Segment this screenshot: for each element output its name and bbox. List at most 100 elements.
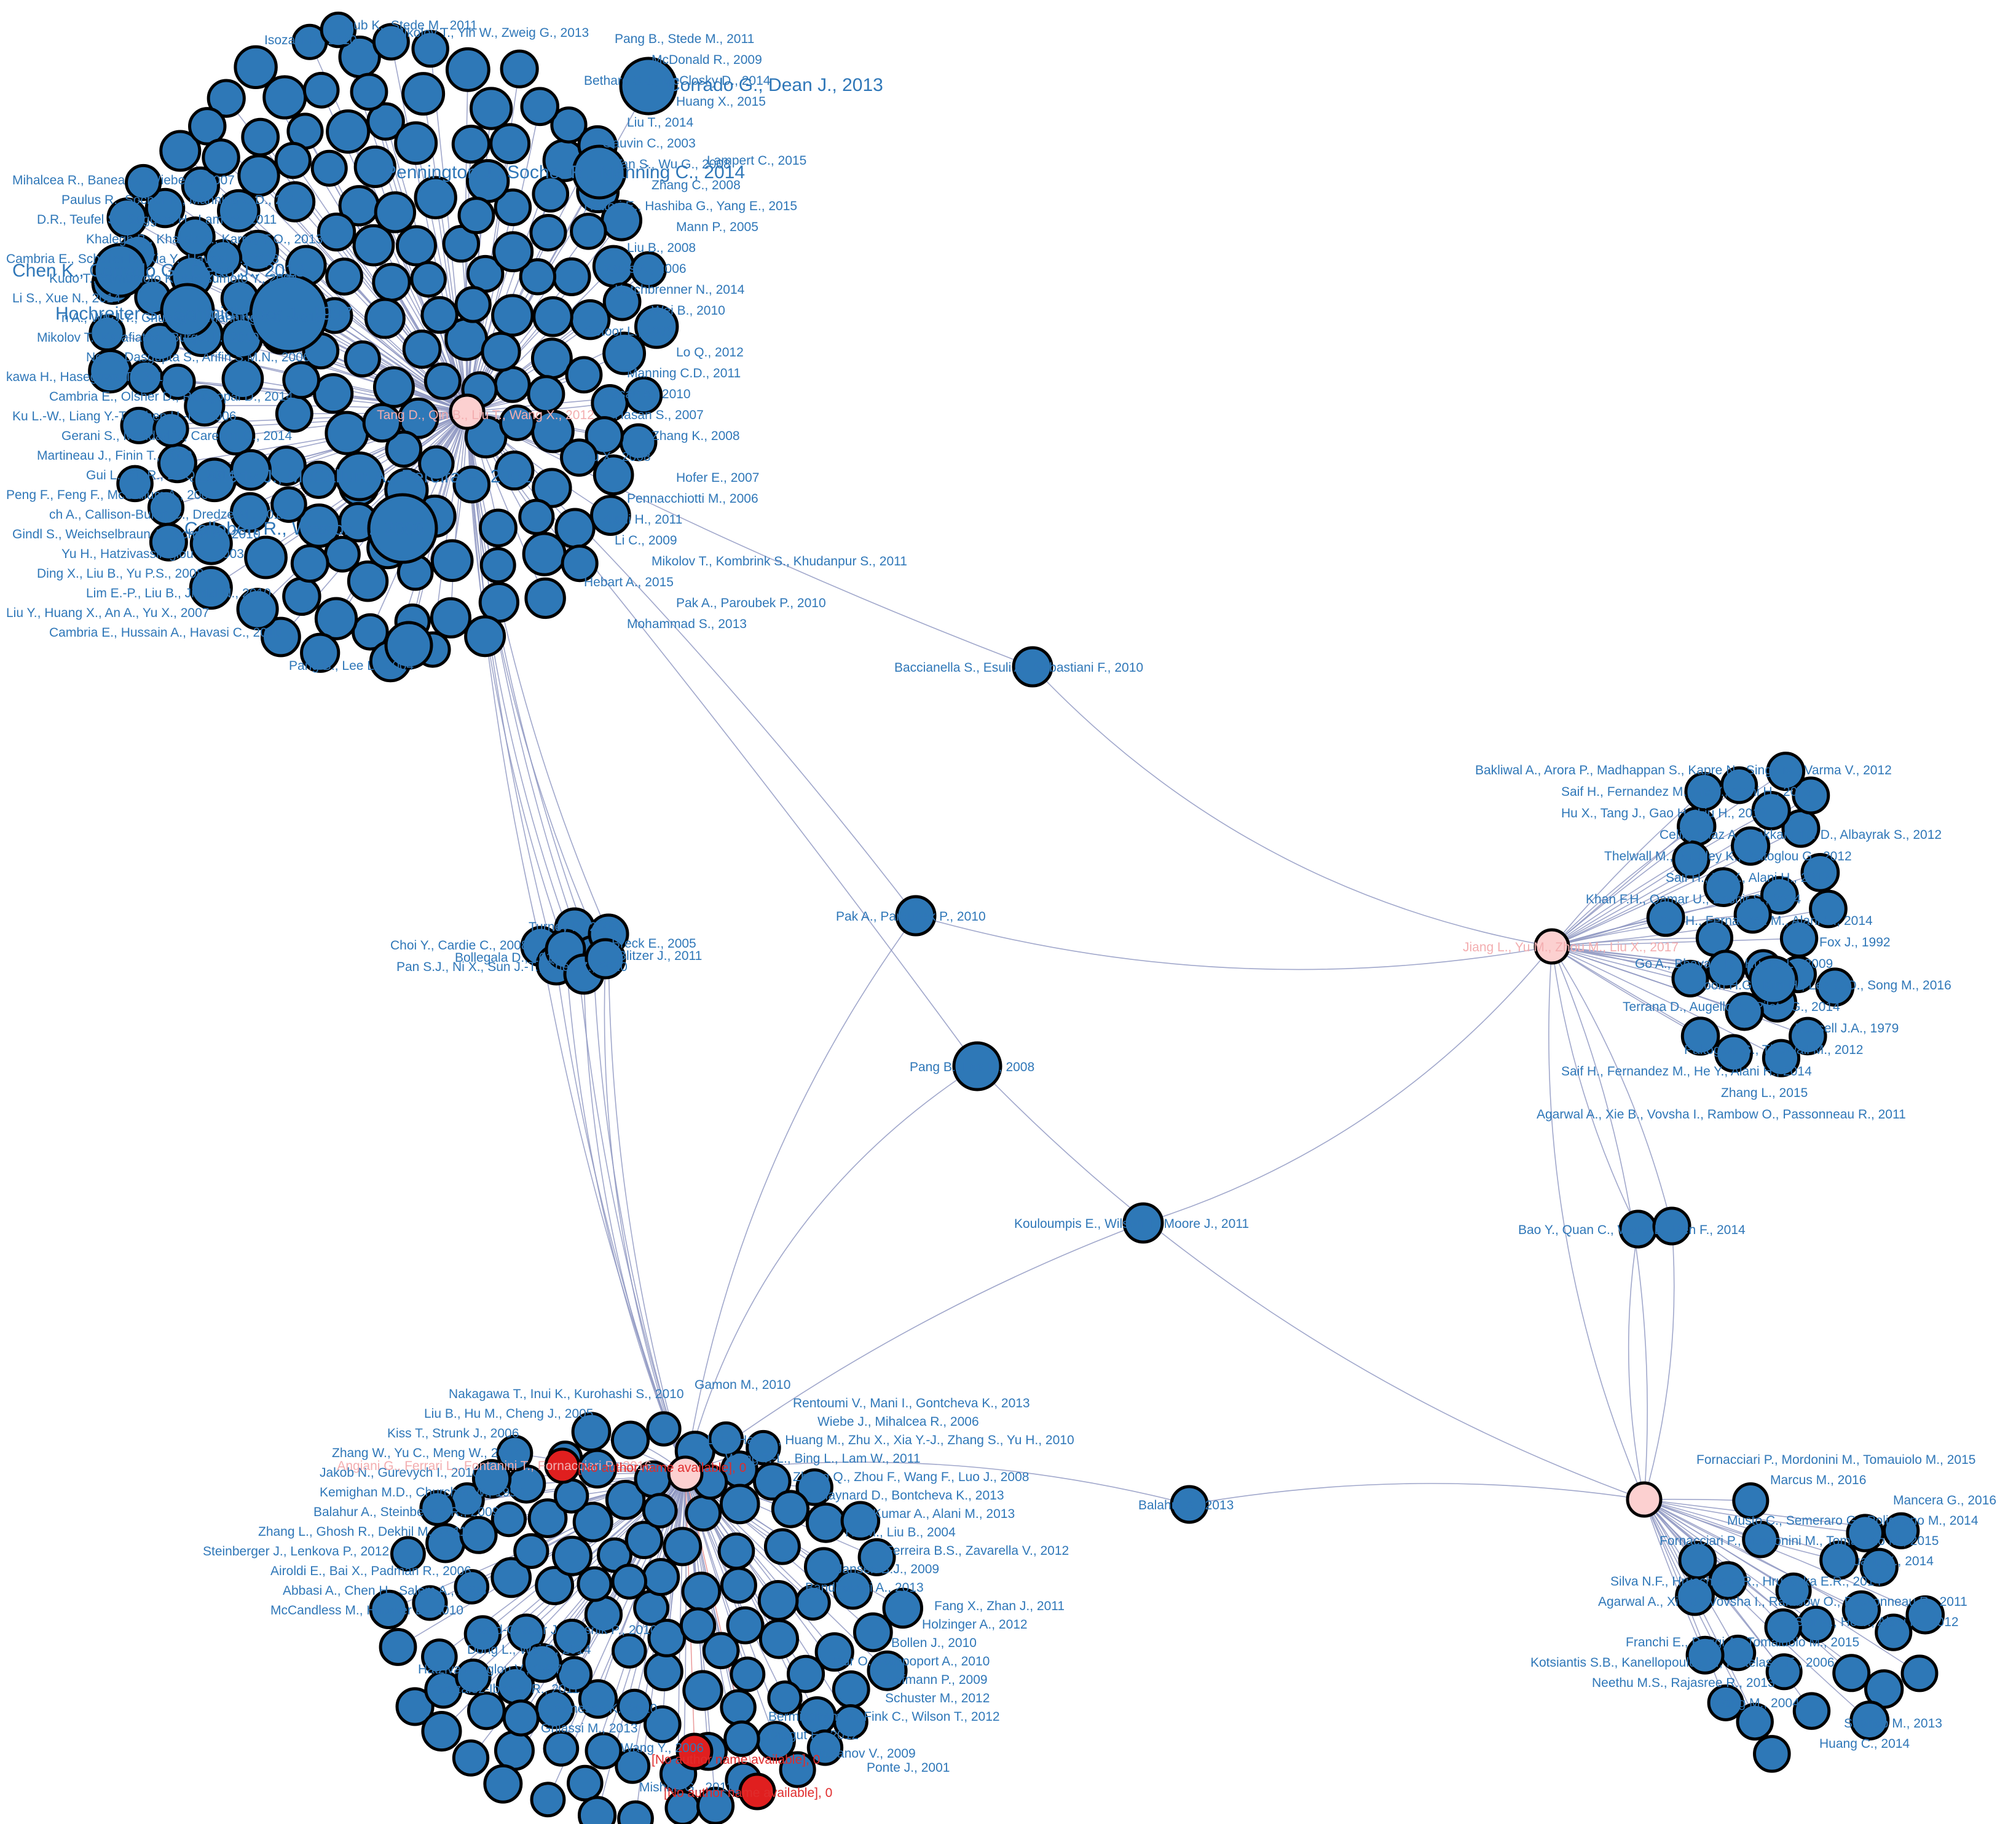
paper-node[interactable] (1792, 1692, 1831, 1730)
paper-node[interactable] (532, 468, 572, 508)
paper-node[interactable] (374, 191, 417, 234)
paper-node[interactable] (561, 544, 599, 583)
paper-node[interactable] (786, 1654, 825, 1693)
paper-node[interactable] (589, 495, 631, 536)
paper-node[interactable] (1706, 949, 1746, 989)
paper-node[interactable] (643, 1705, 682, 1743)
paper-node[interactable] (244, 535, 288, 580)
paper-node[interactable] (642, 1558, 680, 1597)
paper-node[interactable] (578, 1679, 618, 1719)
paper-node[interactable] (353, 145, 396, 189)
paper-node[interactable] (532, 175, 570, 213)
paper-node[interactable] (451, 124, 491, 164)
paper-node[interactable] (543, 1730, 580, 1767)
paper-node[interactable] (479, 547, 516, 584)
paper-node[interactable] (717, 1532, 755, 1570)
paper-node[interactable] (527, 1498, 568, 1538)
paper-node[interactable] (629, 251, 667, 288)
paper-node[interactable] (610, 1420, 650, 1460)
paper-node-highly-cited[interactable] (334, 451, 385, 501)
paper-node[interactable] (551, 1535, 593, 1576)
paper-node[interactable] (494, 366, 531, 403)
paper-node[interactable] (230, 449, 272, 491)
paper-node[interactable] (1646, 898, 1685, 937)
paper-node[interactable] (464, 615, 506, 658)
paper-node[interactable] (324, 535, 361, 573)
paper-node[interactable] (317, 212, 356, 252)
paper-node[interactable] (159, 130, 202, 172)
paper-node[interactable] (241, 117, 280, 157)
paper-node[interactable] (489, 123, 531, 165)
paper-node[interactable] (467, 1691, 506, 1731)
hub-paper-node[interactable] (1534, 928, 1570, 965)
paper-node[interactable] (529, 214, 567, 252)
paper-node[interactable] (483, 1764, 523, 1804)
paper-node-bridge[interactable] (1012, 646, 1053, 688)
paper-node[interactable] (696, 1787, 735, 1824)
paper-node[interactable] (325, 257, 364, 296)
paper-node[interactable] (274, 141, 312, 179)
paper-node[interactable] (1832, 1654, 1871, 1692)
paper-node[interactable] (189, 566, 233, 610)
paper-node[interactable] (1815, 967, 1855, 1007)
paper-node[interactable] (395, 225, 438, 267)
paper-node[interactable] (1742, 1520, 1779, 1559)
paper-node-highly-cited[interactable] (249, 273, 329, 353)
paper-node[interactable] (752, 1462, 792, 1501)
paper-node[interactable] (1849, 1700, 1890, 1741)
paper-node[interactable] (402, 329, 442, 369)
paper-node[interactable] (189, 522, 233, 565)
paper-node[interactable] (520, 87, 560, 127)
paper-node[interactable] (181, 166, 220, 206)
paper-node[interactable] (274, 181, 316, 222)
paper-node[interactable] (419, 1490, 455, 1527)
paper-node-highly-cited[interactable] (619, 57, 678, 116)
paper-node[interactable] (116, 465, 154, 503)
paper-node[interactable] (490, 1557, 532, 1598)
paper-node[interactable] (518, 498, 555, 535)
paper-node[interactable] (507, 1613, 546, 1653)
paper-node[interactable] (519, 258, 557, 296)
paper-node[interactable] (1748, 955, 1798, 1005)
paper-node[interactable] (149, 522, 188, 562)
paper-node[interactable] (1685, 1635, 1725, 1675)
paper-node[interactable] (455, 1658, 492, 1696)
paper-node-highly-cited[interactable] (572, 144, 627, 200)
paper-node[interactable] (634, 304, 679, 349)
paper-node[interactable] (617, 1800, 654, 1824)
paper-node[interactable] (763, 1528, 801, 1565)
paper-node[interactable] (411, 29, 449, 68)
paper-node[interactable] (471, 1459, 512, 1499)
paper-node[interactable] (364, 297, 406, 339)
paper-node[interactable] (237, 154, 280, 197)
paper-node[interactable] (615, 1748, 651, 1784)
paper-node[interactable] (1708, 1561, 1747, 1600)
paper-node[interactable] (302, 71, 340, 109)
paper-node[interactable] (663, 1527, 703, 1567)
paper-node[interactable] (642, 1493, 678, 1529)
paper-node[interactable] (282, 576, 321, 616)
paper-node-bridge[interactable] (895, 895, 937, 937)
paper-node-highly-cited[interactable] (160, 283, 215, 338)
paper-node[interactable] (300, 632, 341, 673)
paper-node[interactable] (602, 331, 647, 375)
paper-node[interactable] (430, 597, 471, 639)
paper-node[interactable] (552, 257, 591, 296)
paper-node[interactable] (106, 197, 148, 239)
paper-node[interactable] (127, 359, 163, 396)
hub-paper-node[interactable] (449, 393, 486, 430)
hub-paper-node[interactable] (1626, 1481, 1663, 1518)
paper-node-missing-author[interactable] (544, 1447, 581, 1484)
paper-node[interactable] (1703, 867, 1744, 908)
paper-node[interactable] (414, 176, 457, 219)
paper-node[interactable] (565, 356, 603, 394)
paper-node[interactable] (454, 286, 492, 323)
paper-node[interactable] (494, 1730, 535, 1771)
paper-node[interactable] (463, 1615, 502, 1653)
paper-node[interactable] (882, 1587, 924, 1629)
paper-node[interactable] (1800, 852, 1840, 892)
paper-node[interactable] (624, 1520, 664, 1560)
paper-node[interactable] (469, 87, 513, 130)
paper-node[interactable] (184, 385, 226, 427)
paper-node[interactable] (806, 1729, 844, 1766)
